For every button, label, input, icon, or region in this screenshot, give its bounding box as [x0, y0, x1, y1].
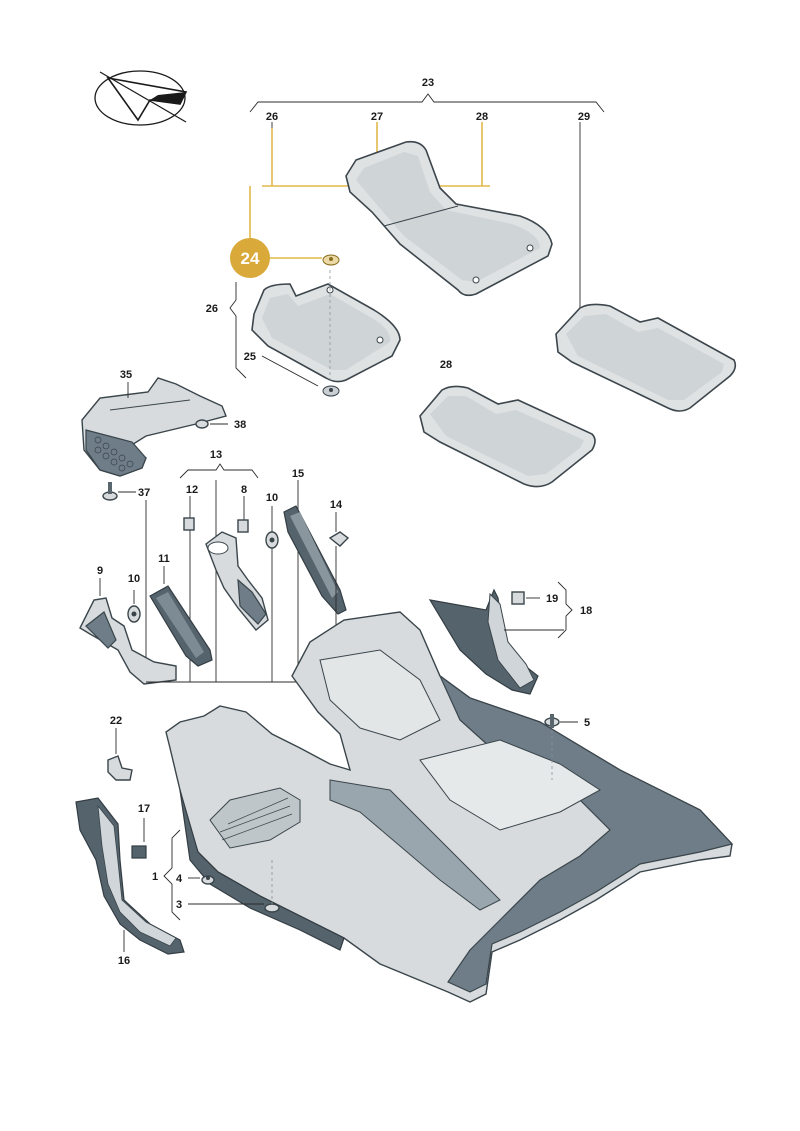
bracket-26	[229, 282, 247, 379]
label-3: 3	[176, 899, 182, 911]
clip-24	[322, 254, 340, 266]
part-11[interactable]	[149, 585, 213, 667]
clip-3	[264, 903, 280, 913]
label-19: 19	[546, 593, 558, 605]
clip-10-lower	[127, 605, 141, 623]
label-35: 35	[120, 369, 132, 381]
clip-4	[201, 875, 215, 885]
callout-24-label: 24	[241, 249, 260, 268]
label-16: 16	[118, 955, 130, 967]
clip-10-upper	[265, 531, 279, 549]
part-9[interactable]	[79, 597, 177, 685]
clip-12	[183, 517, 195, 531]
part-18[interactable]	[428, 588, 539, 695]
label-5: 5	[584, 717, 590, 729]
part-16[interactable]	[75, 797, 185, 955]
label-10-upper: 10	[266, 492, 278, 504]
mat-27[interactable]	[345, 140, 553, 297]
clip-5	[544, 714, 560, 728]
label-25: 25	[244, 351, 256, 363]
label-10-lower: 10	[128, 573, 140, 585]
label-9: 9	[97, 565, 103, 577]
part-22[interactable]	[107, 755, 133, 781]
screw-37	[102, 482, 118, 501]
clip-19	[511, 591, 525, 605]
clip-25	[322, 385, 340, 397]
part-13[interactable]	[205, 531, 269, 631]
mat-26[interactable]	[251, 270, 401, 384]
label-13: 13	[210, 449, 222, 461]
label-28-lower: 28	[440, 359, 452, 371]
label-29: 29	[578, 111, 590, 123]
label-1: 1	[152, 871, 158, 883]
label-15: 15	[292, 468, 304, 480]
label-18: 18	[580, 605, 592, 617]
label-27: 27	[371, 111, 383, 123]
label-28-top: 28	[476, 111, 488, 123]
labels: 23 26 27 28 29 26 25 28 35 38 37 13 12 8…	[97, 77, 592, 967]
clip-17	[131, 845, 147, 859]
mat-29[interactable]	[555, 303, 737, 412]
bracket-13	[179, 463, 259, 479]
label-23: 23	[422, 77, 434, 89]
part-15[interactable]	[283, 505, 347, 615]
direction-arrow-icon	[94, 70, 188, 126]
mat-28[interactable]	[419, 385, 596, 488]
label-14: 14	[330, 499, 343, 511]
label-26-side: 26	[206, 303, 218, 315]
bracket-1	[163, 829, 181, 921]
clip-14	[328, 531, 350, 547]
clip-8	[237, 519, 249, 533]
clip-38	[195, 419, 209, 429]
label-22: 22	[110, 715, 122, 727]
label-12: 12	[186, 484, 198, 496]
label-26-top: 26	[266, 111, 278, 123]
label-38: 38	[234, 419, 246, 431]
label-4: 4	[176, 873, 183, 885]
bracket-18	[557, 581, 573, 639]
callout-24[interactable]: 24	[230, 238, 270, 278]
label-11: 11	[158, 553, 170, 565]
label-17: 17	[138, 803, 150, 815]
part-35[interactable]	[81, 377, 227, 477]
floor-carpet-1[interactable]	[165, 611, 734, 1003]
label-8: 8	[241, 484, 247, 496]
label-37: 37	[138, 487, 150, 499]
